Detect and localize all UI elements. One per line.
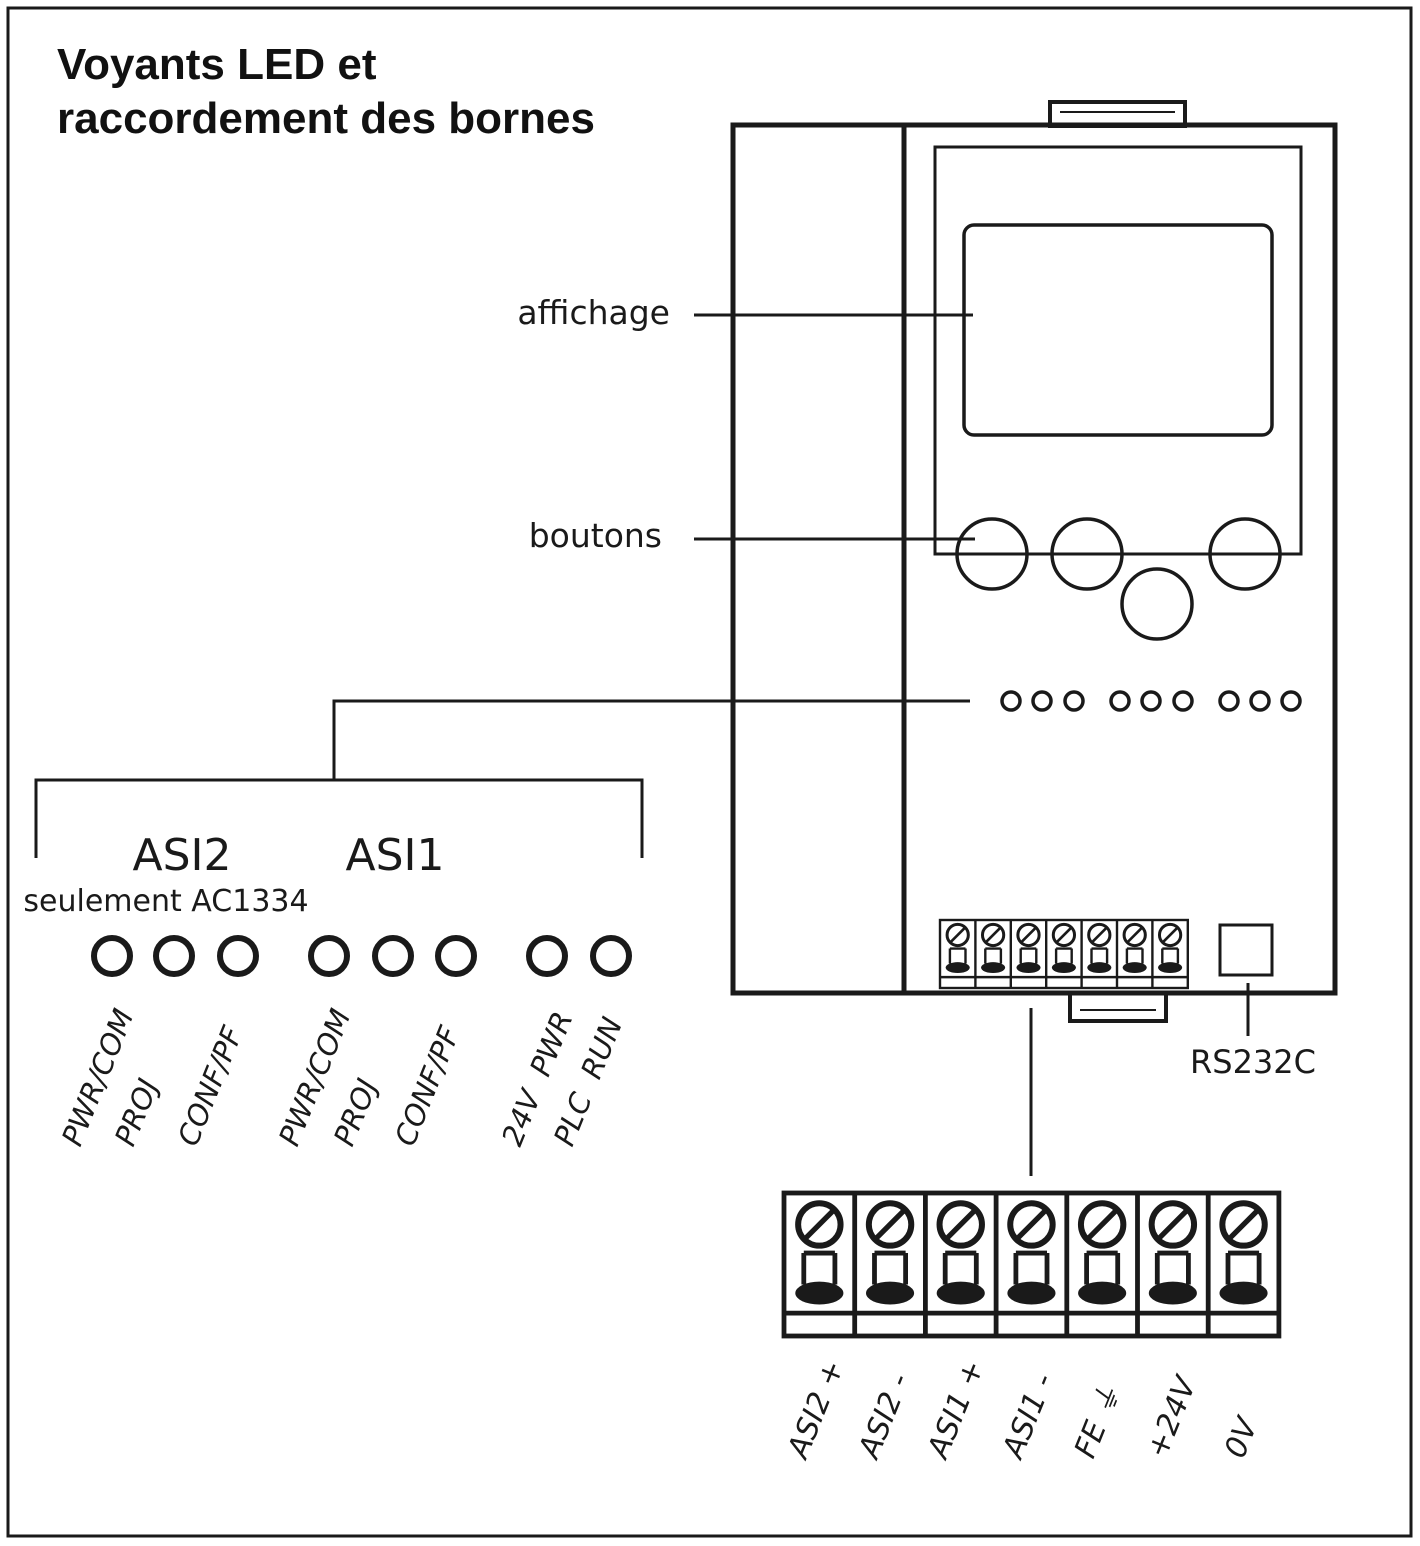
led-indicator xyxy=(372,935,414,977)
clamp-icon xyxy=(1007,1281,1056,1305)
led-bracket xyxy=(34,778,644,858)
terminal-label: ASI1 + xyxy=(920,1355,991,1465)
title-line-2: raccordement des bornes xyxy=(57,94,595,143)
button-right[interactable] xyxy=(1208,517,1282,591)
diagram-title: Voyants LED et raccordement des bornes xyxy=(57,38,595,146)
clamp-icon xyxy=(936,1281,985,1305)
device-led xyxy=(1172,690,1194,712)
led-indicator xyxy=(590,935,632,977)
terminal-label: 0V xyxy=(1218,1411,1266,1463)
device-led xyxy=(1000,690,1022,712)
clamp-icon xyxy=(1078,1281,1127,1305)
terminal-cell xyxy=(1009,920,1041,988)
display-label: affichage xyxy=(517,293,670,332)
led-indicator xyxy=(91,935,133,977)
clamp-icon xyxy=(795,1281,844,1305)
device-led xyxy=(1280,690,1302,712)
terminal-label: ASI1 - xyxy=(995,1368,1061,1464)
led-indicator xyxy=(153,935,195,977)
terminal-cell xyxy=(993,1193,1056,1336)
terminal-cell xyxy=(1205,1193,1268,1336)
clamp-icon xyxy=(945,962,970,974)
led-indicator xyxy=(435,935,477,977)
clamp-icon xyxy=(1158,962,1183,974)
bottom-clip xyxy=(1068,991,1168,1023)
device-led xyxy=(1109,690,1131,712)
clamp-icon xyxy=(1148,1281,1197,1305)
led-indicator xyxy=(526,935,568,977)
terminal-cell xyxy=(974,920,1006,988)
terminal-cell xyxy=(945,922,970,974)
terminal-cell xyxy=(852,1193,915,1336)
terminal-label: +24V xyxy=(1140,1370,1205,1463)
led-label: CONF/PF xyxy=(171,1020,250,1150)
asi2-heading: ASI2 xyxy=(133,830,232,881)
top-clip xyxy=(1048,100,1187,128)
asi1-heading: ASI1 xyxy=(346,830,445,881)
clamp-icon xyxy=(1122,962,1147,974)
rs232-port xyxy=(1218,923,1274,977)
terminal-cell xyxy=(923,1193,985,1336)
device-housing xyxy=(730,100,1338,1023)
clamp-icon xyxy=(1219,1281,1268,1305)
button-left[interactable] xyxy=(955,517,1029,591)
device-led-row xyxy=(1000,690,1302,712)
device-led xyxy=(1218,690,1240,712)
terminal-cell xyxy=(1044,920,1077,988)
front-panel xyxy=(933,145,1303,556)
terminal-cell xyxy=(1151,920,1183,988)
device-terminal-block xyxy=(938,918,1190,990)
led-label: PROJ xyxy=(108,1074,165,1151)
terminal-label: ASI2 - xyxy=(851,1368,917,1464)
terminal-label: ASI2 + xyxy=(780,1355,851,1465)
terminal-cell xyxy=(1135,1193,1198,1336)
buttons-label: boutons xyxy=(529,516,662,555)
device-led xyxy=(1031,690,1053,712)
led-label: PROJ xyxy=(327,1074,384,1151)
enlarged-led-row xyxy=(91,935,632,977)
button-group xyxy=(955,517,1282,641)
led-indicator xyxy=(308,935,350,977)
outer-frame xyxy=(6,6,1413,1538)
clamp-icon xyxy=(1087,962,1112,974)
button-lower[interactable] xyxy=(1120,567,1194,641)
housing-outline xyxy=(730,122,1338,996)
terminal-cell xyxy=(1115,920,1147,988)
display-screen xyxy=(962,223,1274,437)
button-middle[interactable] xyxy=(1050,517,1124,591)
led-indicator xyxy=(217,935,259,977)
terminal-cell xyxy=(1080,920,1112,988)
terminal-cell xyxy=(795,1200,844,1305)
led-label: CONF/PF xyxy=(388,1020,467,1150)
rs232-label: RS232C xyxy=(1190,1043,1316,1081)
device-led xyxy=(1063,690,1085,712)
enlarged-terminal-block xyxy=(781,1190,1282,1339)
title-line-1: Voyants LED et xyxy=(57,40,377,89)
terminal-label: FE ⏚ xyxy=(1068,1380,1129,1463)
clamp-icon xyxy=(1051,962,1076,974)
device-led xyxy=(1140,690,1162,712)
clamp-icon xyxy=(866,1281,915,1305)
clamp-icon xyxy=(1016,962,1041,974)
device-led xyxy=(1249,690,1271,712)
clamp-icon xyxy=(981,962,1006,974)
terminal-cell xyxy=(1064,1193,1127,1336)
led-callout-line xyxy=(332,699,970,780)
asi2-note: seulement AC1334 xyxy=(23,884,308,919)
